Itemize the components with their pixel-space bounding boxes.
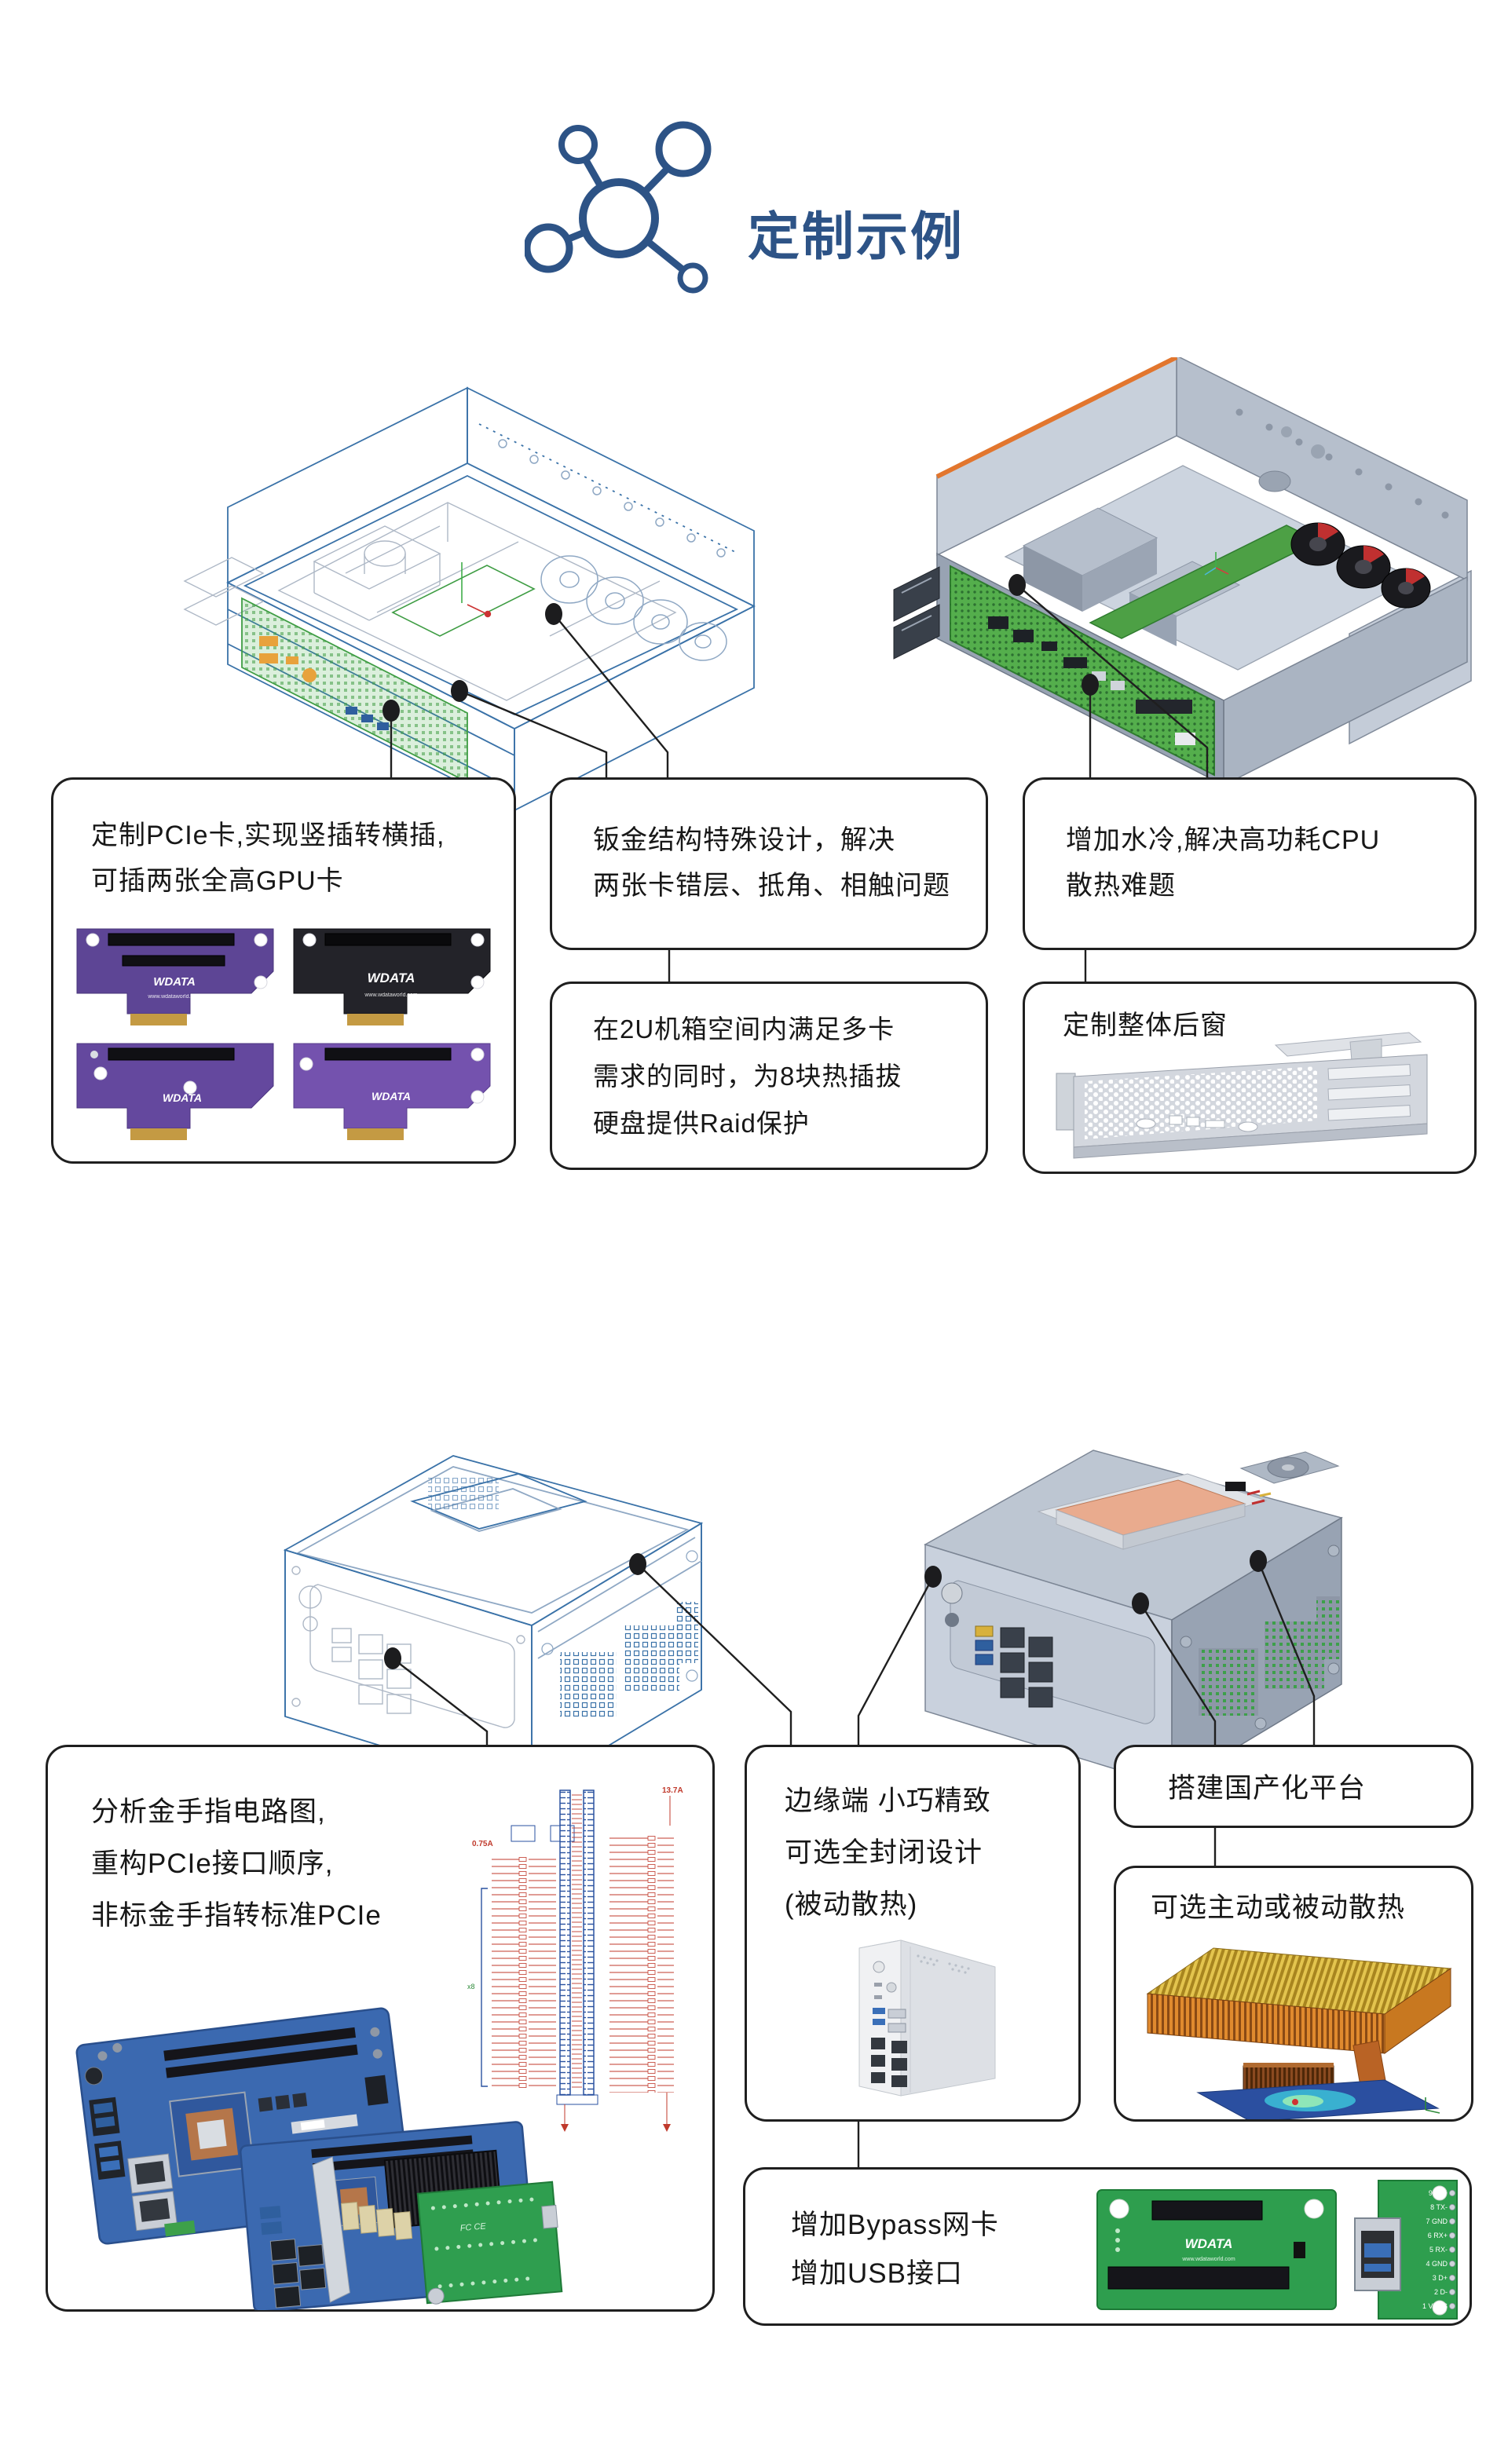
callout-raid: 在2U机箱空间内满足多卡 需求的同时，为8块热插拔 硬盘提供Raid保护 (550, 982, 988, 1170)
callout-water-cooling: 增加水冷,解决高功耗CPU 散热难题 (1023, 777, 1477, 950)
svg-text:8 TX-: 8 TX- (1430, 2203, 1448, 2211)
svg-text:www.wdataworld.com: www.wdataworld.com (364, 993, 417, 998)
riser-card-purple-single-slot-image: WDATA (76, 1043, 274, 1140)
svg-text:7 GND: 7 GND (1426, 2217, 1448, 2225)
svg-text:5 RX-: 5 RX- (1429, 2246, 1448, 2254)
callout-sheet-metal: 钣金结构特殊设计，解决 两张卡错层、抵角、相触问题 (550, 777, 988, 950)
svg-text:FC CE: FC CE (459, 2221, 487, 2233)
hdd-on-top (1037, 1473, 1272, 1550)
svg-text:www.wdataworld.com: www.wdataworld.com (147, 994, 200, 1000)
pcie-schematic-image: 13.7A 0.75A x8 (467, 1786, 683, 2132)
svg-text:x8: x8 (467, 1983, 475, 1991)
callout-domestic-platform: 搭建国产化平台 (1114, 1745, 1473, 1828)
riser-card-black-image: WDATA www.wdataworld.com (293, 928, 491, 1025)
front-ports (941, 1580, 1155, 1724)
svg-text:www.wdataworld.com: www.wdataworld.com (1181, 2257, 1235, 2262)
svg-text:WDATA: WDATA (372, 1090, 411, 1102)
green-adapter-card: FC CE (416, 2181, 563, 2305)
chassis-fans (1290, 522, 1431, 609)
rear-wall-holes (1235, 408, 1449, 519)
svg-text:3 D+: 3 D+ (1433, 2274, 1448, 2282)
fan-wall-wireframe (498, 439, 727, 661)
svg-text:2 D-: 2 D- (1434, 2288, 1448, 2296)
callout-bypass-usb: 增加Bypass网卡 增加USB接口 WDATA www.wdataworld.… (743, 2167, 1472, 2326)
callout-edge-device: 边缘端 小巧精致 可选全封闭设计 (被动散热) (745, 1745, 1081, 2122)
svg-text:WDATA: WDATA (163, 1091, 202, 1104)
callout-rear-window-label: 定制整体后窗 (1063, 1011, 1228, 1040)
svg-text:4 GND: 4 GND (1426, 2260, 1448, 2268)
svg-text:9 TX+: 9 TX+ (1429, 2189, 1448, 2197)
page-title: 定制示例 (748, 207, 964, 265)
callout-cooling-options-label: 可选主动或被动散热 (1151, 1892, 1406, 1923)
svg-text:WDATA: WDATA (368, 971, 415, 985)
bypass-riser-pcb-image: WDATA www.wdataworld.com (1096, 2189, 1337, 2310)
top-rear-fan (1239, 1451, 1340, 1484)
callout-golden-finger-text: 分析金手指电路图, 重构PCIe接口顺序, 非标金手指转标准PCIe (91, 1797, 382, 1931)
callout-edge-device-text: 边缘端 小巧精致 可选全封闭设计 (被动散热) (785, 1786, 991, 1920)
callout-golden-finger: 分析金手指电路图, 重构PCIe接口顺序, 非标金手指转标准PCIe 13.7A… (46, 1745, 715, 2312)
svg-text:0.75A: 0.75A (472, 1840, 493, 1848)
callout-raid-text: 在2U机箱空间内满足多卡 需求的同时，为8块热插拔 硬盘提供Raid保护 (593, 1014, 902, 1138)
svg-text:1 VBUS: 1 VBUS (1422, 2302, 1448, 2310)
edge-pc-front-ports (871, 1961, 907, 2087)
riser-card-purple-l-shape-image: WDATA (293, 1043, 491, 1140)
svg-text:6 RX+: 6 RX+ (1428, 2232, 1448, 2239)
callout-bypass-usb-text: 增加Bypass网卡 增加USB接口 (791, 2210, 999, 2289)
usb-adapter-pcb-image: 9 TX+ 8 TX- 7 GND 6 RX+ 5 RX- 4 GND 3 D+… (1354, 2180, 1458, 2320)
motherboard-with-adapter-image: FC CE (240, 2121, 563, 2310)
heatsink-simulation-image (1146, 1947, 1452, 2119)
callout-sheet-metal-text: 钣金结构特殊设计，解决 两张卡错层、抵角、相触问题 (593, 825, 950, 901)
green-rear-panel-wireframe (241, 565, 536, 784)
white-mini-pc-image (858, 1939, 996, 2097)
vent-grids-wireframe (428, 1478, 698, 1718)
rear-window-image (1056, 1032, 1428, 1159)
callout-pcie-riser: 定制PCIe卡,实现竖插转横插, 可插两张全高GPU卡 WDATA www.wd… (51, 777, 516, 1164)
svg-text:WDATA: WDATA (153, 975, 196, 989)
network-nodes-icon (525, 121, 712, 294)
callout-water-cooling-text: 增加水冷,解决高功耗CPU 散热难题 (1066, 825, 1381, 901)
callout-pcie-riser-text: 定制PCIe卡,实现竖插转横插, 可插两张全高GPU卡 (91, 821, 445, 896)
solid-2u-server-illustration (893, 357, 1472, 787)
callout-cooling-options: 可选主动或被动散热 (1114, 1866, 1473, 2122)
callout-rear-window: 定制整体后窗 (1023, 982, 1477, 1174)
callout-domestic-platform-label: 搭建国产化平台 (1168, 1773, 1367, 1804)
riser-card-purple-dual-slot-image: WDATA www.wdataworld.com (76, 928, 274, 1025)
psu-bays (893, 566, 940, 660)
wireframe-2u-server-illustration (183, 386, 756, 812)
svg-text:WDATA: WDATA (1185, 2236, 1233, 2251)
solid-mini-pc-illustration (924, 1450, 1343, 1788)
svg-text:13.7A: 13.7A (662, 1786, 683, 1795)
